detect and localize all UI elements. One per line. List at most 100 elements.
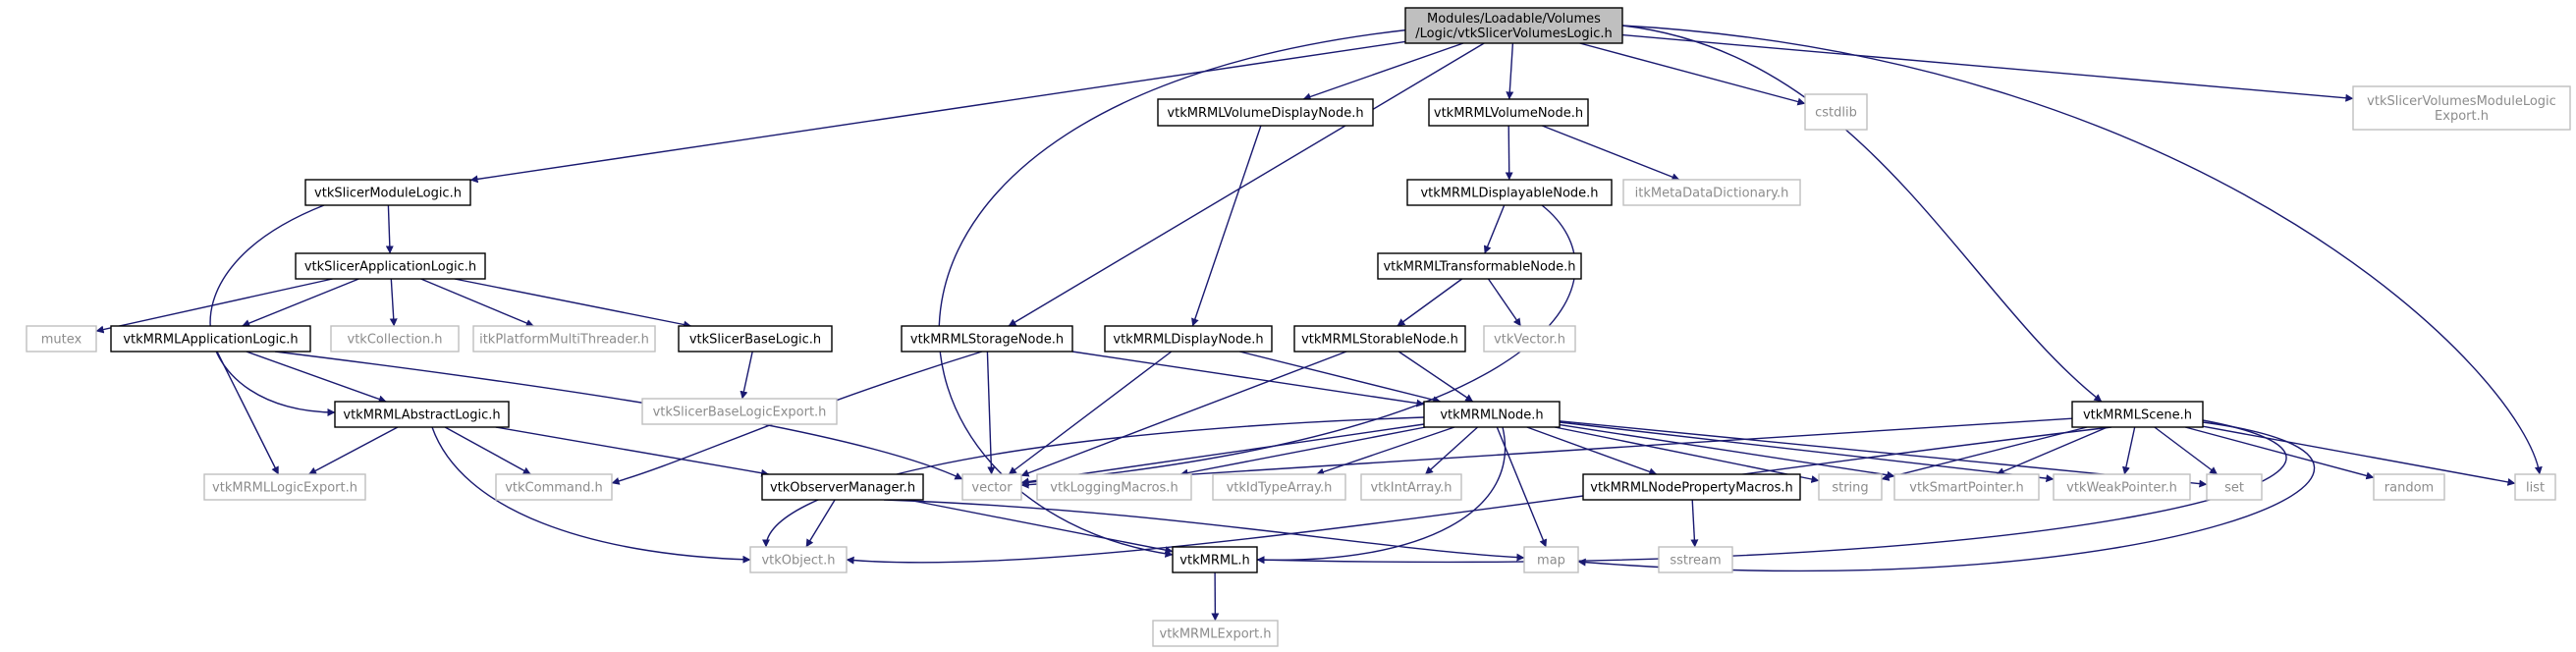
node-vtkMRML[interactable]: vtkMRML.h [1172, 546, 1258, 573]
edge-vtkMRMLApplicationLogic-to-vtkMRMLLogicExport [216, 351, 280, 475]
node-vtkWeakPointer: vtkWeakPointer.h [2053, 473, 2191, 501]
node-vtkMRMLDisplayableNode[interactable]: vtkMRMLDisplayableNode.h [1406, 179, 1613, 206]
node-vtkMRMLExport: vtkMRMLExport.h [1152, 620, 1279, 647]
edge-vtkMRMLScene-to-map [1577, 421, 2316, 572]
edge-vtkMRMLNode-to-vtkObject [762, 416, 1425, 548]
node-vtkMRMLAbstractLogic[interactable]: vtkMRMLAbstractLogic.h [334, 401, 510, 428]
node-box-vtkMRMLAbstractLogic [334, 401, 510, 428]
edge-vtkMRMLStorableNode-to-vector [1020, 351, 1347, 477]
edge-vtkMRMLStorageNode-to-vtkMRMLNode [1071, 351, 1425, 408]
node-vtkIntArray: vtkIntArray.h [1360, 473, 1462, 501]
edge-vtkSlicerApplicationLogic-to-vtkSlicerBaseLogic [454, 278, 692, 329]
node-vtkObserverManager[interactable]: vtkObserverManager.h [761, 473, 924, 501]
edge-vtkMRMLNode-to-vtkIdTypeArray [1316, 426, 1455, 476]
edge-vtkSlicerModuleLogic-to-vtkMRMLAbstractLogic [209, 204, 336, 416]
node-box-cstdlib [1804, 93, 1868, 131]
node-box-vtkMRMLApplicationLogic [110, 325, 311, 353]
node-label-vtkObserverManager: vtkObserverManager.h [770, 481, 915, 496]
node-vtkMRMLNodePropertyMacros[interactable]: vtkMRMLNodePropertyMacros.h [1582, 473, 1801, 501]
edge-vtkMRMLScene-to-random [2184, 426, 2375, 480]
edge-vtkObserverManager-to-vtkMRML [907, 499, 1174, 555]
node-vtkSlicerApplicationLogic[interactable]: vtkSlicerApplicationLogic.h [295, 252, 486, 280]
node-box-vtkMRMLDisplayableNode [1406, 179, 1613, 206]
node-box-vtkSmartPointer [1893, 473, 2040, 501]
node-box-vtkMRML [1172, 546, 1258, 573]
node-vtkMRMLVolumeDisplayNode[interactable]: vtkMRMLVolumeDisplayNode.h [1157, 98, 1374, 127]
node-label-vtkMRML: vtkMRML.h [1179, 554, 1249, 569]
node-box-vtkCollection [330, 325, 460, 353]
edge-vtkMRMLScene-to-vtkSmartPointer [1996, 426, 2109, 475]
edge-vtkMRMLNode-to-string [1554, 426, 1820, 483]
node-label-list: list [2526, 481, 2545, 496]
edge-vtkMRMLApplicationLogic-to-vtkMRMLAbstractLogic [246, 351, 387, 404]
node-box-itkPlatformMultiThreader [472, 325, 656, 353]
edge-vtkMRMLScene-to-list [2202, 425, 2516, 486]
node-label-vtkSlicerBaseLogicExport: vtkSlicerBaseLogicExport.h [653, 406, 827, 420]
node-root[interactable]: Modules/Loadable/Volumes/Logic/vtkSlicer… [1404, 7, 1623, 44]
node-vtkMRMLStorageNode[interactable]: vtkMRMLStorageNode.h [901, 325, 1073, 353]
edge-vtkObserverManager-to-map [883, 499, 1525, 562]
node-label-vtkMRMLVolumeDisplayNode: vtkMRMLVolumeDisplayNode.h [1167, 106, 1363, 121]
node-box-vtkMRMLExport [1152, 620, 1279, 647]
edge-root-to-list [1621, 25, 2543, 475]
edge-root-to-cstdlib [1579, 42, 1806, 106]
node-cstdlib: cstdlib [1804, 93, 1868, 131]
edge-vtkMRMLScene-to-vtkWeakPointer [2122, 426, 2136, 475]
node-itkMetaDataDictionary: itkMetaDataDictionary.h [1622, 179, 1801, 206]
edge-root-to-vtkMRMLVolumeDisplayNode [1302, 42, 1464, 101]
node-vtkSmartPointer: vtkSmartPointer.h [1893, 473, 2040, 501]
node-box-vtkSlicerBaseLogic [678, 325, 833, 353]
node-box-random [2373, 473, 2445, 501]
edge-vtkMRMLNode-to-vtkSmartPointer [1559, 423, 1895, 479]
edge-vtkMRMLScene-to-set [2154, 426, 2219, 475]
node-label-vtkWeakPointer: vtkWeakPointer.h [2066, 481, 2177, 496]
node-sstream: sstream [1658, 546, 1733, 573]
node-vtkMRMLTransformableNode[interactable]: vtkMRMLTransformableNode.h [1377, 252, 1582, 280]
node-label-volumesModuleLogicExport: vtkSlicerVolumesModuleLogic [2367, 94, 2556, 109]
edge-vtkMRMLAbstractLogic-to-vtkCommand [444, 426, 531, 475]
node-box-vtkMRMLStorableNode [1293, 325, 1466, 353]
node-vtkMRMLScene[interactable]: vtkMRMLScene.h [2071, 401, 2204, 428]
node-vtkMRMLVolumeNode[interactable]: vtkMRMLVolumeNode.h [1428, 98, 1589, 127]
edge-vtkMRMLVolumeNode-to-vtkMRMLDisplayableNode [1505, 125, 1513, 181]
node-box-vtkMRMLDisplayNode [1104, 325, 1273, 353]
node-vtkMRMLStorableNode[interactable]: vtkMRMLStorableNode.h [1293, 325, 1466, 353]
node-label-vtkSmartPointer: vtkSmartPointer.h [1909, 481, 2023, 496]
node-label-vtkCommand: vtkCommand.h [505, 481, 603, 496]
node-vtkSlicerModuleLogic[interactable]: vtkSlicerModuleLogic.h [304, 179, 471, 206]
node-box-vtkMRMLLogicExport [203, 473, 366, 501]
node-label-vtkMRMLDisplayNode: vtkMRMLDisplayNode.h [1113, 333, 1263, 348]
node-vtkIdTypeArray: vtkIdTypeArray.h [1212, 473, 1346, 501]
node-vtkMRMLNode[interactable]: vtkMRMLNode.h [1423, 401, 1561, 428]
node-label-vtkMRMLApplicationLogic: vtkMRMLApplicationLogic.h [123, 333, 298, 348]
edge-vtkMRMLNode-to-vector [1020, 423, 1425, 486]
node-box-vtkObject [749, 546, 848, 573]
node-box-sstream [1658, 546, 1733, 573]
node-box-vtkMRMLVolumeDisplayNode [1157, 98, 1374, 127]
node-box-volumesModuleLogicExport [2352, 85, 2571, 131]
node-string: string [1818, 473, 1883, 501]
node-label-root: Modules/Loadable/Volumes [1427, 12, 1601, 27]
node-label-map: map [1537, 554, 1565, 569]
node-vtkMRMLApplicationLogic[interactable]: vtkMRMLApplicationLogic.h [110, 325, 311, 353]
node-vtkVector: vtkVector.h [1483, 325, 1576, 353]
edge-vtkMRMLVolumeDisplayNode-to-vtkMRMLDisplayNode [1191, 125, 1262, 327]
node-itkPlatformMultiThreader: itkPlatformMultiThreader.h [472, 325, 656, 353]
edge-vtkSlicerApplicationLogic-to-mutex [95, 278, 333, 334]
node-label-vtkIntArray: vtkIntArray.h [1370, 481, 1452, 496]
node-vtkSlicerBaseLogic[interactable]: vtkSlicerBaseLogic.h [678, 325, 833, 353]
edge-root-to-vtkMRML [938, 28, 1412, 558]
edge-vtkObserverManager-to-vtkObject [805, 499, 836, 548]
edge-vtkMRMLStorableNode-to-vtkMRMLNode [1398, 351, 1474, 403]
edge-vtkMRMLDisplayableNode-to-vtkMRMLTransformableNode [1483, 204, 1506, 254]
node-box-vtkSlicerApplicationLogic [295, 252, 486, 280]
node-vtkCommand: vtkCommand.h [495, 473, 613, 501]
edge-root-to-vtkSlicerModuleLogic [469, 40, 1406, 184]
node-vtkMRMLDisplayNode[interactable]: vtkMRMLDisplayNode.h [1104, 325, 1273, 353]
edge-vtkMRMLNodePropertyMacros-to-sstream [1690, 499, 1699, 548]
node-label-vtkMRMLStorageNode: vtkMRMLStorageNode.h [910, 333, 1064, 348]
node-label-vtkMRMLTransformableNode: vtkMRMLTransformableNode.h [1383, 260, 1575, 275]
node-label-set: set [2224, 481, 2244, 496]
node-label-vtkCollection: vtkCollection.h [348, 333, 443, 348]
